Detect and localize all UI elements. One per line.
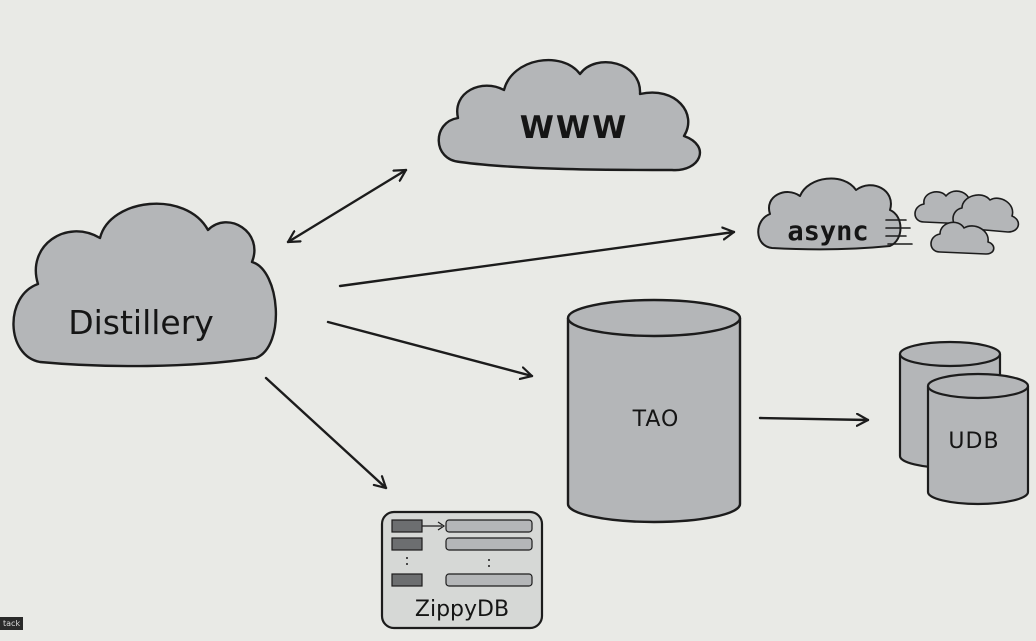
www-node: WWW: [437, 58, 702, 172]
distillery-label: Distillery: [68, 303, 214, 342]
distillery-cloud-icon: [12, 202, 277, 368]
distillery-node: Distillery: [12, 202, 277, 368]
arrow-tao-udb: [758, 418, 870, 420]
tao-cylinder-icon: [566, 318, 742, 524]
zippydb-label: ZippyDB: [415, 597, 509, 622]
zippydb-node: ZippyDB: [380, 510, 544, 630]
udb-front-cylinder-top: [926, 372, 1030, 400]
tao-node: TAO: [566, 298, 742, 524]
www-cloud-icon: [437, 58, 702, 172]
small-cloud-icon: [930, 221, 995, 255]
async-label: async: [787, 216, 868, 247]
udb-label: UDB: [948, 429, 999, 454]
small-cloud-icon: [952, 194, 1020, 233]
arrow-distillery-tao: [326, 320, 534, 376]
tao-cylinder-top: [566, 298, 742, 338]
table-rows-icon: [391, 519, 533, 587]
tao-label: TAO: [632, 407, 680, 432]
async-node: async: [757, 177, 1020, 255]
arrow-distillery-async: [338, 232, 736, 288]
speed-lines-icon: [885, 219, 913, 245]
udb-back-cylinder-top: [898, 340, 1002, 368]
arrow-distillery-www: [286, 168, 408, 244]
arrow-distillery-zippydb: [264, 376, 388, 490]
corner-tag: tack: [0, 617, 24, 630]
www-label: WWW: [520, 110, 629, 146]
udb-node: UDB: [898, 340, 1030, 506]
async-cloud-icon: [757, 177, 902, 251]
udb-front-cylinder-icon: [926, 386, 1030, 506]
